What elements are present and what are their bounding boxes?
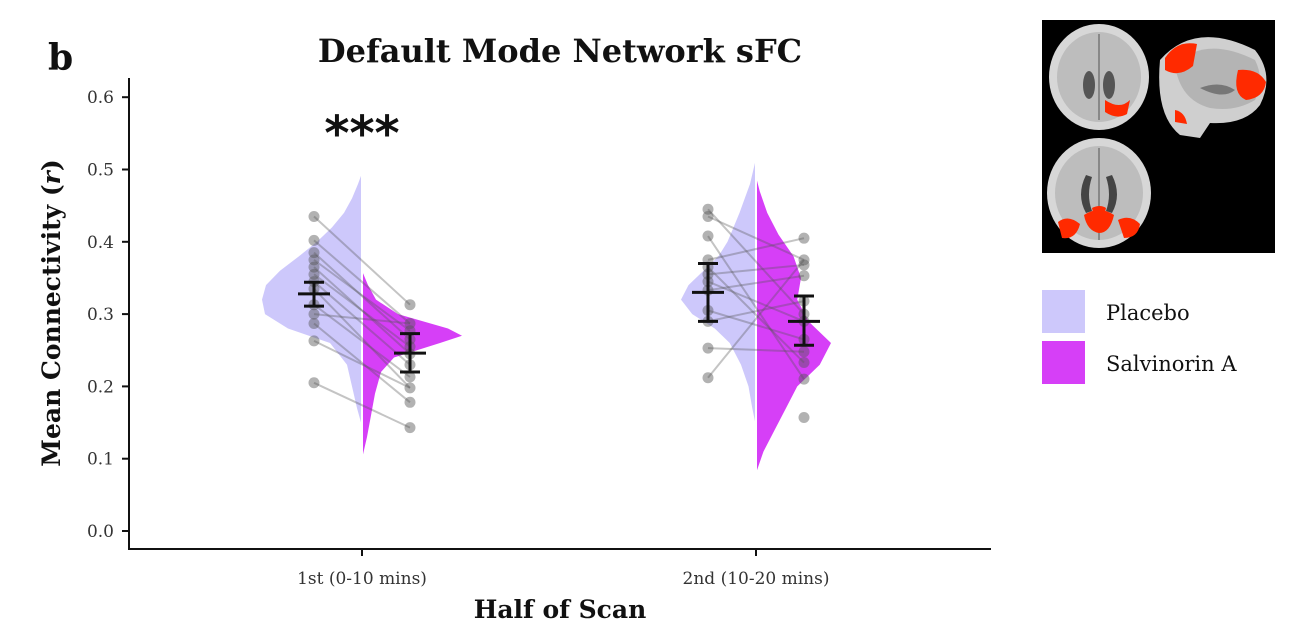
point-salvinorin-a <box>404 422 416 434</box>
panel-letter: b <box>48 37 73 79</box>
point-placebo <box>308 335 320 347</box>
paired-line <box>707 263 805 276</box>
brain-mri-slices-icon <box>1042 20 1275 253</box>
paired-line <box>313 381 411 429</box>
paired-line <box>707 274 805 292</box>
point-salvinorin-a <box>404 396 416 408</box>
points-layer <box>308 203 810 434</box>
legend-swatch-placebo <box>1042 290 1085 333</box>
y-axis-title: Mean Connectivity (r) <box>37 159 66 466</box>
y-axis-title-main: Mean Connectivity ( <box>37 184 66 466</box>
paired-line <box>707 259 805 379</box>
point-salvinorin-a <box>798 259 810 271</box>
point-salvinorin-a <box>798 346 810 358</box>
point-salvinorin-a <box>404 299 416 311</box>
point-salvinorin-a <box>798 254 810 266</box>
paired-line <box>707 266 805 364</box>
point-placebo <box>308 308 320 320</box>
paired-line <box>313 273 411 348</box>
point-placebo <box>308 234 320 246</box>
y-ticks: 0.0 0.1 0.2 0.3 0.4 0.5 0.6 <box>87 88 129 542</box>
point-placebo <box>702 372 714 384</box>
paired-line <box>313 259 411 332</box>
paired-line <box>313 239 411 325</box>
paired-line <box>313 251 411 341</box>
paired-line <box>707 309 805 341</box>
paired-line <box>707 208 805 315</box>
paired-line <box>707 280 805 323</box>
point-placebo <box>702 203 714 215</box>
y-tick-label: 0.2 <box>87 377 114 397</box>
point-placebo <box>308 254 320 266</box>
paired-line <box>707 235 805 380</box>
y-tick-label: 0.3 <box>87 305 114 325</box>
paired-line <box>313 322 411 404</box>
paired-line <box>313 339 411 389</box>
x-ticks: 1st (0-10 mins) 2nd (10-20 mins) <box>297 549 829 589</box>
point-placebo <box>702 230 714 242</box>
legend-swatch-salvinorin-a <box>1042 341 1085 384</box>
x-axis-title: Half of Scan <box>474 595 647 624</box>
paired-line <box>313 215 411 306</box>
y-axis-title-var: r <box>37 169 66 184</box>
x-tick-label: 2nd (10-20 mins) <box>683 569 830 589</box>
violin-salvinorin-a-1 <box>362 270 462 459</box>
point-salvinorin-a <box>798 373 810 385</box>
point-salvinorin-a <box>798 232 810 244</box>
point-placebo <box>702 210 714 222</box>
y-tick-label: 0.4 <box>87 233 114 253</box>
paired-lines-layer <box>313 208 805 429</box>
violin-placebo-1 <box>262 173 362 427</box>
paired-line <box>707 237 805 261</box>
point-placebo <box>308 268 320 280</box>
point-placebo <box>308 377 320 389</box>
paired-line <box>313 303 411 378</box>
y-tick-label: 0.0 <box>87 522 114 542</box>
point-placebo <box>308 261 320 273</box>
paired-line <box>313 313 411 325</box>
point-placebo <box>308 210 320 222</box>
point-placebo <box>308 317 320 329</box>
violin-salvinorin-a-2 <box>756 176 831 474</box>
significance-annotation: *** <box>324 106 399 162</box>
point-salvinorin-a <box>798 411 810 423</box>
paired-line <box>707 347 805 353</box>
paired-line <box>313 266 411 355</box>
legend-label-salvinorin-a: Salvinorin A <box>1106 352 1237 376</box>
paired-line <box>313 288 411 389</box>
y-tick-label: 0.1 <box>87 450 114 470</box>
legend-label-placebo: Placebo <box>1106 301 1190 325</box>
paired-line <box>707 215 805 261</box>
point-salvinorin-a <box>798 357 810 369</box>
x-tick-label: 1st (0-10 mins) <box>297 569 427 589</box>
error-bars-layer <box>298 261 820 374</box>
paired-line <box>313 280 411 366</box>
y-tick-label: 0.5 <box>87 161 114 181</box>
paired-line <box>707 300 805 323</box>
y-axis-title-end: ) <box>37 159 66 171</box>
point-salvinorin-a <box>798 270 810 282</box>
violin-layer <box>262 158 831 474</box>
point-salvinorin-a <box>404 382 416 394</box>
chart-title: Default Mode Network sFC <box>318 32 802 70</box>
point-placebo <box>702 342 714 354</box>
point-placebo <box>308 247 320 259</box>
point-salvinorin-a <box>404 371 416 383</box>
point-salvinorin-a <box>404 317 416 329</box>
y-tick-label: 0.6 <box>87 88 114 108</box>
